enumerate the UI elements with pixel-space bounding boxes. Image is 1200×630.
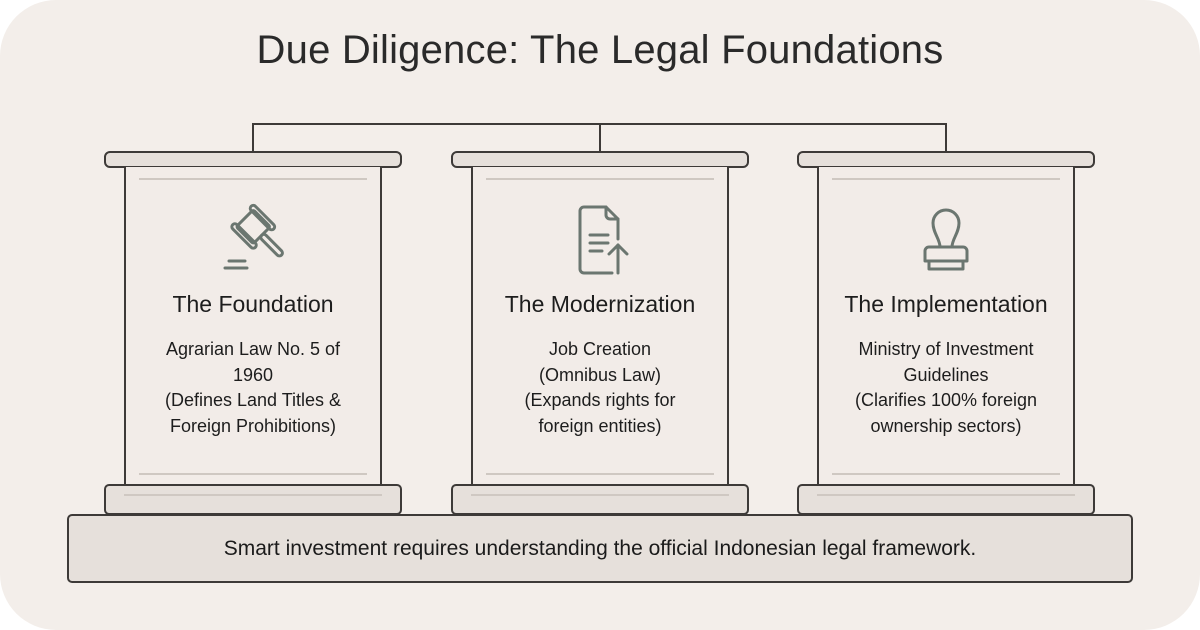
description-line: foreign entities) <box>538 415 662 436</box>
description-line: Agrarian Law No. 5 of <box>165 339 341 359</box>
pillar-foundation: The Foundation Agrarian Law No. 5 of 196… <box>124 167 382 485</box>
description-line: (Expands rights for <box>524 390 676 410</box>
diagram-title: Due Diligence: The Legal Foundations <box>256 28 944 72</box>
description-line: 1960 <box>232 364 274 385</box>
pillar-modernization: The Modernization Job Creation (Omnibus … <box>471 167 729 485</box>
pillar-rule <box>832 178 1060 180</box>
pillar-modernization-capital <box>451 151 749 168</box>
pillar-rule <box>832 473 1060 475</box>
description-line: (Defines Land Titles & <box>164 390 342 410</box>
description-line: ownership sectors) <box>870 415 1022 436</box>
pillar-rule <box>139 178 367 180</box>
gavel-icon <box>223 203 284 270</box>
connector-to-implementation <box>945 123 947 152</box>
pillar-description: Job Creation (Omnibus Law) (Expands righ… <box>487 337 713 439</box>
pillar-title: The Modernization <box>504 291 696 317</box>
base-rule <box>817 494 1075 496</box>
foundation-banner: Smart investment requires understanding … <box>67 514 1133 583</box>
pillar-modernization-base <box>451 484 749 515</box>
connector-to-modernization <box>599 123 601 152</box>
stamp-icon <box>923 208 969 271</box>
pillar-foundation-base <box>104 484 402 515</box>
description-line: (Clarifies 100% foreign <box>854 390 1038 410</box>
description-line: (Omnibus Law) <box>538 364 662 385</box>
document-upload-icon <box>578 205 629 275</box>
base-rule <box>124 494 382 496</box>
pillar-title: The Implementation <box>844 291 1048 317</box>
description-line: Foreign Prohibitions) <box>169 415 337 436</box>
pillar-description: Ministry of Investment Guidelines (Clari… <box>833 337 1059 439</box>
pillar-implementation: The Implementation Ministry of Investmen… <box>817 167 1075 485</box>
pillar-implementation-capital <box>797 151 1095 168</box>
base-rule <box>471 494 729 496</box>
pillar-title: The Foundation <box>172 291 334 317</box>
pillar-rule <box>486 473 714 475</box>
description-line: Guidelines <box>903 364 989 385</box>
pillar-foundation-capital <box>104 151 402 168</box>
connector-to-foundation <box>252 123 254 152</box>
banner-text: Smart investment requires understanding … <box>223 536 977 560</box>
pillar-rule <box>139 473 367 475</box>
pillar-implementation-base <box>797 484 1095 515</box>
pillar-description: Agrarian Law No. 5 of 1960 (Defines Land… <box>140 337 366 439</box>
pillar-rule <box>486 178 714 180</box>
description-line: Job Creation <box>548 339 652 359</box>
description-line: Ministry of Investment <box>858 339 1034 359</box>
